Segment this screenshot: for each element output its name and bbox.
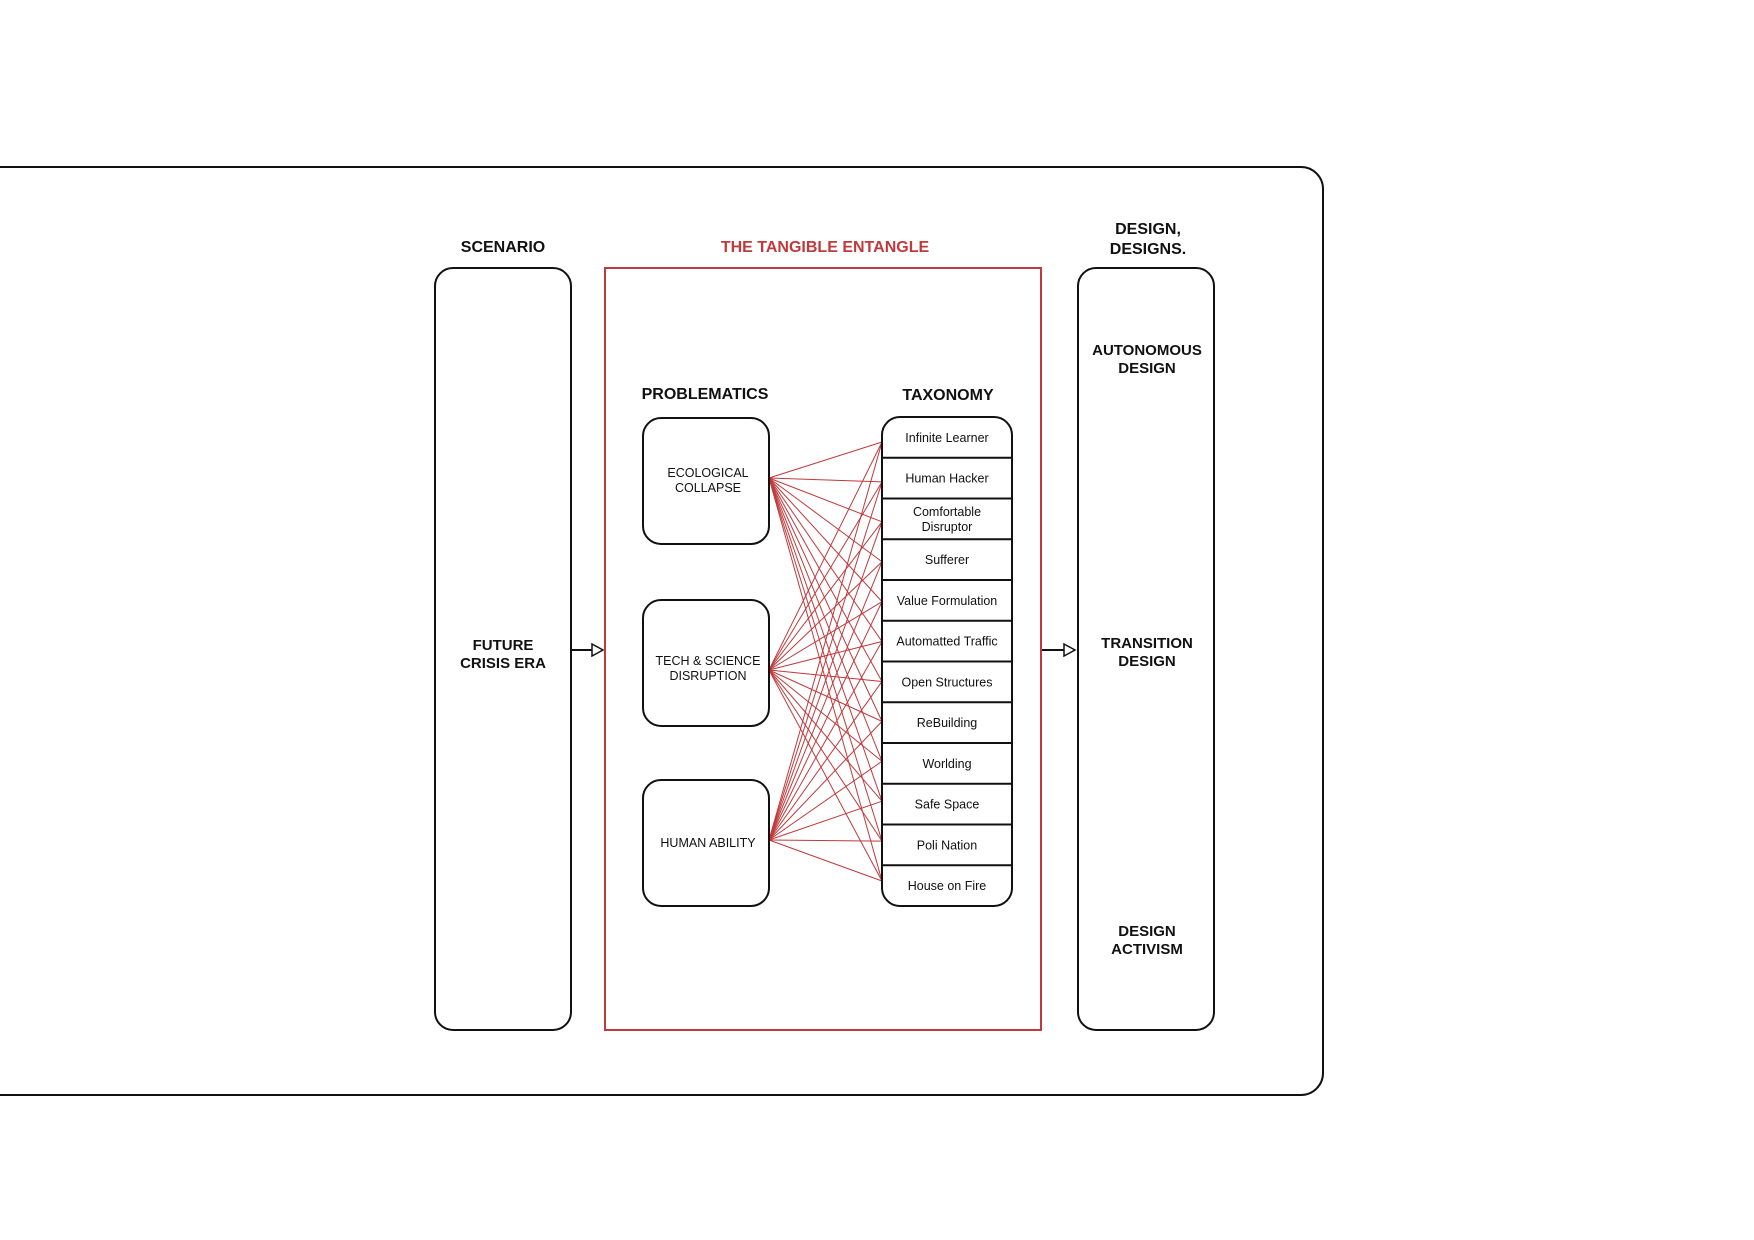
taxonomy-item-label-line2: Disruptor [922,520,973,534]
taxonomy-item-label: Comfortable [913,505,981,519]
designs-box [1077,267,1215,1031]
connection-line [768,477,883,642]
taxonomy-item-label: Safe Space [915,798,980,812]
design-transition-line2: DESIGN [1118,653,1176,670]
problematic-human-ability: HUMAN ABILITY [642,779,770,907]
entangle-header: THE TANGIBLE ENTANGLE [721,239,930,256]
design-autonomous-line2: DESIGN [1118,360,1176,377]
taxonomy-item-label: Poli Nation [917,838,977,852]
connection-line [768,669,883,882]
taxonomy-item: Value Formulation [897,594,998,608]
taxonomy-item: House on Fire [908,879,987,893]
taxonomy-item: Infinite Learner [905,431,988,445]
taxonomy-item-label: Value Formulation [897,594,998,608]
connection-line [768,601,883,671]
design-header-line1: DESIGN, [1115,221,1181,238]
connection-line [768,641,883,841]
connection-line [768,561,883,841]
taxonomy-item-label: House on Fire [908,879,987,893]
connection-line [768,477,883,563]
entangle-frame [604,267,1042,1031]
taxonomy-item-label: Human Hacker [905,472,988,486]
connection-line [768,481,883,841]
problematic-ecological-collapse: ECOLOGICAL COLLAPSE [642,417,770,545]
scenario-label-line2: CRISIS ERA [460,655,546,672]
connection-line [768,681,883,841]
taxonomy-item: Poli Nation [917,838,977,852]
connection-line [768,477,883,722]
connection-line [768,521,883,841]
taxonomy-item: Human Hacker [905,472,988,486]
taxonomy-item: ReBuilding [917,716,978,730]
design-transition-line1: TRANSITION [1101,635,1193,652]
connection-line [768,669,883,802]
connection-line [768,601,883,841]
problematic-label-line2: DISRUPTION [669,669,746,683]
taxonomy-item: Open Structures [901,675,992,689]
scenario-box [434,267,572,1031]
connection-line [768,669,883,762]
connection-line [768,561,883,671]
outer-frame [0,166,1324,1096]
problematic-label-line2: COLLAPSE [675,481,741,495]
taxonomy-item: Worlding [922,757,971,771]
connection-line [768,477,883,602]
connection-line [768,441,883,671]
problematic-label-line1: TECH & SCIENCE [656,654,761,668]
problematic-tech-science-disruption: TECH & SCIENCE DISRUPTION [642,599,770,727]
connection-line [768,669,883,842]
taxonomy-item-label: ReBuilding [917,716,978,730]
connection-line [768,521,883,671]
taxonomy-item-label: Automatted Traffic [896,635,997,649]
connection-line [768,839,883,882]
connection-line [768,800,883,841]
problematics-header: PROBLEMATICS [642,386,769,403]
connection-line [768,477,883,762]
taxonomy-item: Automatted Traffic [896,635,997,649]
arrow-entangle-to-designs [1042,642,1077,658]
scenario-header: SCENARIO [461,239,545,256]
connection-lines [768,441,883,882]
scenario-label-line1: FUTURE [473,637,534,654]
design-activism-line1: DESIGN [1118,923,1176,940]
connection-line [768,477,883,483]
problematic-label-line1: HUMAN ABILITY [660,836,756,850]
design-activism-line2: ACTIVISM [1111,941,1183,958]
connection-line [768,721,883,841]
connection-line [768,839,883,842]
taxonomy-item-label: Worlding [922,757,971,771]
taxonomy-item: Safe Space [915,798,980,812]
problematic-label-line1: ECOLOGICAL [667,466,748,480]
connection-line [768,641,883,671]
connection-line [768,481,883,671]
design-autonomous-line1: AUTONOMOUS [1092,342,1202,359]
design-header-line2: DESIGNS. [1110,241,1186,258]
arrow-scenario-to-entangle [572,642,605,658]
connection-line [768,669,883,722]
taxonomy-separators [882,456,1012,867]
taxonomy-item-label: Open Structures [901,675,992,689]
connection-line [768,669,883,682]
taxonomy-item: Sufferer [925,553,969,567]
connection-line [768,760,883,841]
connection-line [768,441,883,841]
taxonomy-header: TAXONOMY [902,387,994,404]
taxonomy-item-label: Sufferer [925,553,969,567]
connection-line [768,477,883,682]
connection-line [768,441,883,479]
connection-line [768,477,883,523]
taxonomy-item-label: Infinite Learner [905,431,988,445]
